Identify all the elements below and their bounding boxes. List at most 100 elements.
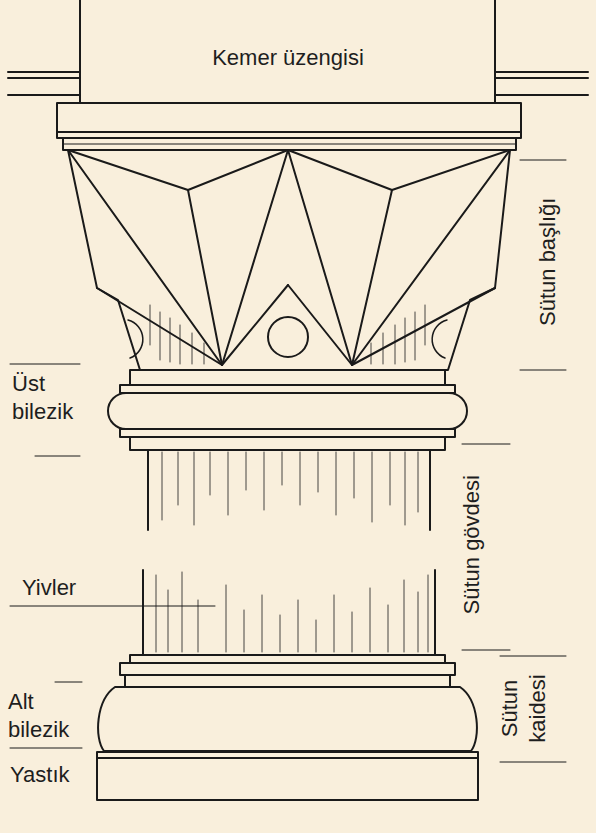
- column-shaft: [434, 570, 436, 655]
- leader-line: [500, 656, 566, 657]
- column-shaft: [388, 605, 389, 652]
- column-shaft: [298, 600, 299, 652]
- column-shaft: [147, 450, 149, 530]
- capital: [180, 325, 181, 364]
- capital: [188, 190, 222, 365]
- part-label: Sütun gövdesi: [458, 475, 486, 614]
- column-shaft: [352, 612, 353, 652]
- column-shaft: [156, 575, 157, 652]
- column-shaft: [226, 585, 227, 652]
- column-shaft: [143, 450, 435, 655]
- arch-springer: [79, 0, 81, 103]
- capital: [68, 150, 510, 370]
- column-shaft: [418, 452, 419, 512]
- leader-line: [520, 160, 566, 161]
- capital: [204, 343, 205, 364]
- upper-ring: [130, 370, 445, 385]
- capital: [188, 150, 288, 190]
- column-base: [125, 675, 450, 687]
- column-shaft: [246, 452, 247, 490]
- capital: [432, 320, 447, 358]
- capital: [395, 325, 396, 364]
- capital: [160, 312, 161, 360]
- column-base: [130, 655, 445, 663]
- column-shaft: [404, 580, 405, 652]
- column-shaft: [336, 452, 337, 515]
- leader-line: [35, 456, 80, 457]
- abacus: [57, 103, 521, 138]
- upper-ring: [130, 437, 445, 450]
- part-label: Yastık: [10, 761, 70, 789]
- leader-line: [462, 444, 510, 445]
- column-shaft: [228, 452, 229, 515]
- capital: [352, 150, 510, 365]
- column-shaft: [429, 450, 431, 530]
- leader-line: [10, 160, 566, 762]
- column-base: [98, 687, 477, 751]
- column-shaft: [168, 590, 169, 652]
- column-shaft: [162, 452, 163, 520]
- part-label: Alt bilezik: [8, 688, 69, 743]
- capital: [128, 320, 143, 358]
- column-shaft: [198, 600, 199, 652]
- column-shaft: [262, 595, 263, 652]
- arch-springer: [495, 77, 588, 79]
- capital: [222, 285, 288, 365]
- part-label: Yivler: [22, 574, 76, 602]
- capital: [405, 318, 406, 362]
- abacus: [57, 103, 521, 150]
- column-shaft: [182, 572, 183, 652]
- column-shaft: [210, 452, 211, 495]
- column-shaft: [334, 595, 335, 652]
- leader-line: [10, 748, 82, 749]
- column-shaft: [156, 452, 428, 652]
- capital: [425, 305, 426, 345]
- leader-line: [10, 606, 215, 607]
- leader-line: [55, 682, 82, 683]
- capital: [97, 288, 222, 365]
- leader-line: [10, 364, 80, 365]
- capital: [392, 150, 510, 190]
- capital: [383, 333, 384, 364]
- column-shaft: [280, 615, 281, 652]
- abacus: [63, 143, 516, 144]
- column-shaft: [428, 575, 429, 652]
- column-shaft: [370, 588, 371, 652]
- column-shaft: [194, 452, 195, 525]
- capital: [97, 287, 470, 289]
- capital: [170, 318, 171, 362]
- column-shaft: [390, 452, 391, 505]
- leader-line: [500, 762, 566, 763]
- column-shaft: [264, 452, 265, 510]
- part-label: Üst bilezik: [12, 370, 73, 425]
- column-shaft: [354, 452, 355, 498]
- part-label: Kemer üzengisi: [212, 44, 364, 72]
- column-shaft: [300, 452, 301, 505]
- column-shaft: [142, 570, 144, 655]
- capital: [150, 305, 151, 345]
- part-label: Sütun kaidesi: [495, 674, 550, 742]
- column-base: [120, 663, 455, 675]
- capital: [288, 150, 392, 190]
- leader-line: [462, 650, 510, 651]
- capital: [415, 312, 416, 360]
- column-shaft: [418, 592, 419, 652]
- abacus: [57, 131, 521, 133]
- capital: [268, 317, 308, 357]
- capital: [68, 150, 188, 190]
- arch-springer: [8, 0, 588, 103]
- upper-ring: [120, 385, 455, 393]
- column-shaft: [282, 452, 283, 485]
- capital: [68, 150, 222, 365]
- column-shaft: [178, 452, 179, 505]
- capital: [222, 150, 288, 365]
- arch-springer: [494, 0, 496, 103]
- arch-springer: [495, 71, 588, 73]
- part-label: Sütun başlığı: [534, 198, 562, 326]
- column-base: [97, 752, 478, 800]
- capital: [68, 150, 510, 370]
- capital: [352, 288, 495, 365]
- column-shaft: [244, 610, 245, 652]
- arch-springer: [8, 71, 80, 73]
